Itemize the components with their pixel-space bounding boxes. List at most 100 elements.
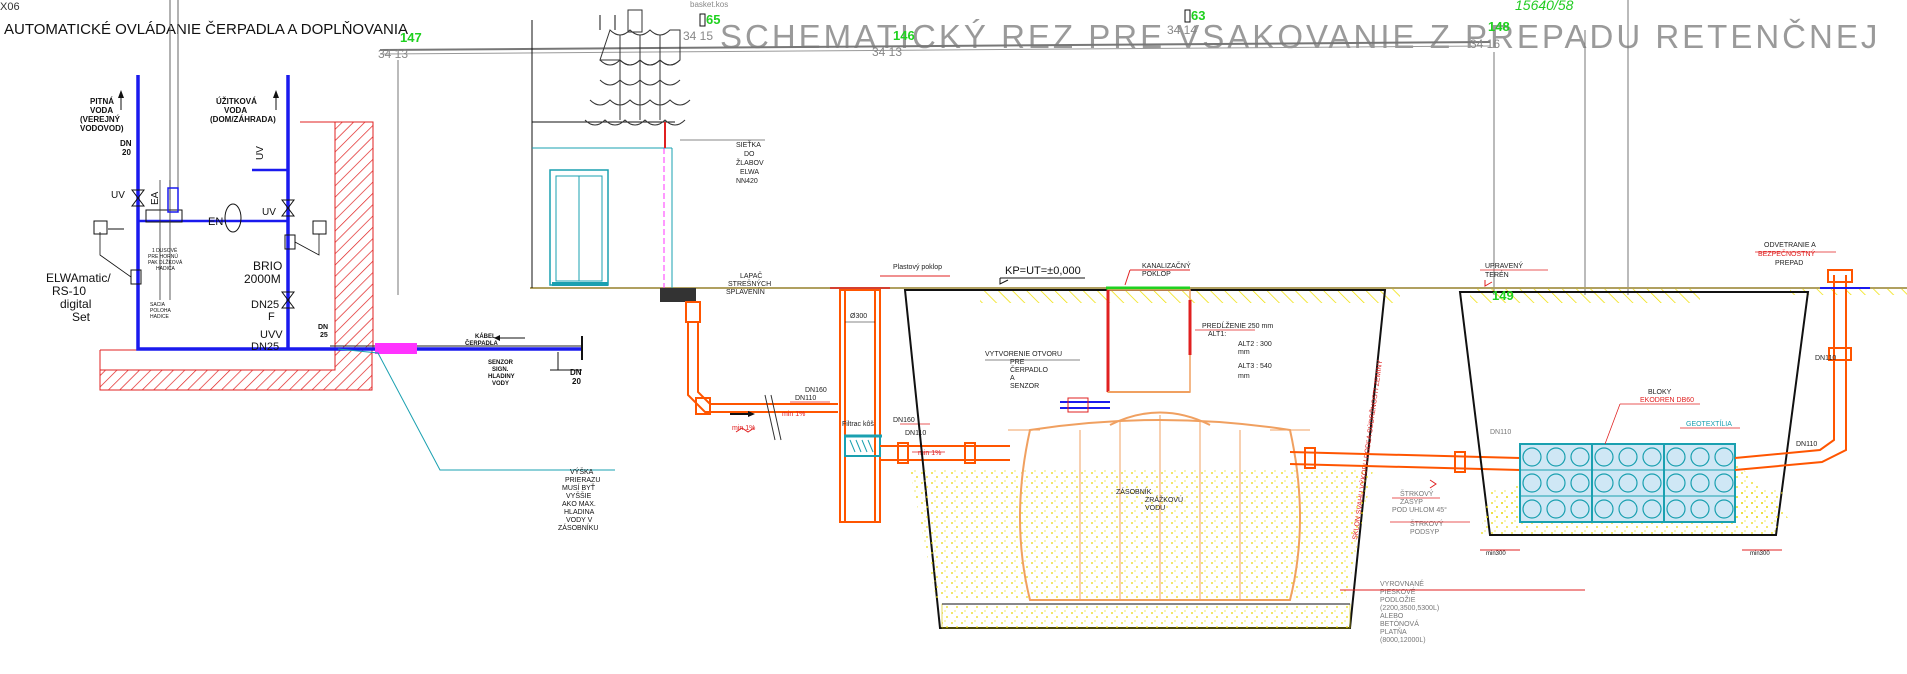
dn160-a-label: DN160 bbox=[805, 387, 827, 394]
ea-label: EA bbox=[150, 191, 161, 205]
block-cell bbox=[1666, 447, 1686, 467]
svg-text:20: 20 bbox=[122, 148, 131, 157]
svg-text:146: 146 bbox=[893, 28, 915, 43]
uv-1-label: UV bbox=[111, 190, 125, 201]
svg-text:min 1%: min 1% bbox=[918, 450, 941, 457]
marker-63: 63 34 14 bbox=[1167, 8, 1205, 37]
en-label: EN bbox=[208, 216, 223, 228]
access-chamber bbox=[1106, 289, 1192, 393]
block-cell bbox=[1618, 499, 1638, 519]
svg-text:min 1%: min 1% bbox=[782, 411, 805, 418]
dn110-b-label: DN110 bbox=[905, 430, 926, 437]
block-cell bbox=[1714, 447, 1734, 467]
spad-label: min 1% bbox=[732, 425, 755, 432]
kp-label: KP=UT=±0,000 bbox=[1005, 265, 1081, 277]
filter-shaft bbox=[839, 289, 881, 523]
uvv-label: UVV bbox=[260, 329, 283, 341]
block-cell bbox=[1522, 447, 1542, 467]
corner-code: X06 bbox=[0, 1, 20, 13]
block-cell bbox=[1690, 473, 1710, 493]
filtrac-label: Filtrac kôš bbox=[842, 421, 874, 428]
sand-bed bbox=[910, 470, 1373, 600]
pointer-line bbox=[337, 348, 615, 471]
gutter-trap bbox=[660, 288, 696, 302]
basket-tag: basket.kos bbox=[690, 0, 728, 9]
overflow-pipe bbox=[1289, 447, 1521, 473]
dn25-label: DN25 bbox=[251, 341, 279, 353]
block-cell bbox=[1714, 473, 1734, 493]
reference-line bbox=[379, 41, 1491, 51]
min300-b-label: min300 bbox=[1750, 551, 1770, 557]
block-cell bbox=[1570, 499, 1590, 519]
block-cell bbox=[1546, 499, 1566, 519]
filter-basket bbox=[844, 434, 882, 457]
marker-148: 148 34 16 bbox=[1470, 19, 1510, 295]
uv-3-label: UV bbox=[255, 146, 266, 160]
left-title: AUTOMATICKÉ OVLÁDANIE ČERPADLA A DOPLŇOV… bbox=[4, 21, 408, 38]
min300-a-label: min300 bbox=[1486, 551, 1506, 557]
ground-hatch-3 bbox=[1790, 289, 1907, 295]
block-cell bbox=[1690, 447, 1710, 467]
block-cell bbox=[1594, 473, 1614, 493]
dn110-c-label: DN110 bbox=[1490, 429, 1511, 436]
block-cell bbox=[1642, 499, 1662, 519]
block-cell bbox=[1690, 499, 1710, 519]
drinking-water-pipe bbox=[136, 75, 330, 351]
dn20-a-label: DN bbox=[120, 139, 132, 148]
gravel-slope-right bbox=[1735, 460, 1790, 520]
svg-text:34 16: 34 16 bbox=[1470, 37, 1500, 51]
svg-text:34 15: 34 15 bbox=[683, 29, 713, 43]
svah-label: SKLON SVAHU VÝKOPU PODĽA SÚDRŽNOSTI ZEMI… bbox=[1350, 359, 1384, 540]
block-cell bbox=[1618, 473, 1638, 493]
svg-text:147: 147 bbox=[400, 30, 422, 45]
block-cell bbox=[1546, 447, 1566, 467]
block-cell bbox=[1522, 473, 1542, 493]
reference-line-2 bbox=[379, 45, 1491, 55]
d300-label: Ø300 bbox=[850, 313, 867, 320]
bottom-bed bbox=[941, 603, 1351, 629]
top-right-code: 15640/58 bbox=[1515, 0, 1574, 13]
pink-coupling bbox=[375, 343, 417, 354]
filter-to-tank-pipe bbox=[880, 442, 1010, 464]
infiltration-blocks bbox=[1519, 443, 1736, 523]
storage-tank bbox=[1008, 411, 1310, 601]
floor-hatch bbox=[99, 349, 373, 391]
block-cell bbox=[1666, 499, 1686, 519]
block-cell bbox=[1618, 447, 1638, 467]
dn160-b-label: DN160 bbox=[893, 417, 915, 424]
block-cell bbox=[1546, 473, 1566, 493]
block-cell bbox=[1522, 499, 1542, 519]
dn110-d-label: DN110 bbox=[1815, 355, 1836, 362]
marker-147: 147 34 13 bbox=[378, 30, 422, 295]
block-cell bbox=[1642, 447, 1662, 467]
svg-text:148: 148 bbox=[1488, 19, 1510, 34]
dn110-e-label: DN110 bbox=[1796, 441, 1817, 448]
marker-146: 146 34 13 bbox=[872, 28, 915, 59]
block-cell bbox=[1714, 499, 1734, 519]
block-cell bbox=[1594, 447, 1614, 467]
plastovy-poklop-label: Plastový poklop bbox=[893, 264, 942, 271]
marker-149: 149 bbox=[1492, 288, 1514, 303]
svg-text:34 14: 34 14 bbox=[1167, 23, 1197, 37]
wall-hatch bbox=[334, 121, 374, 351]
geotextilia-label: GEOTEXTÍLIA bbox=[1686, 419, 1732, 428]
svg-text:63: 63 bbox=[1191, 8, 1205, 23]
